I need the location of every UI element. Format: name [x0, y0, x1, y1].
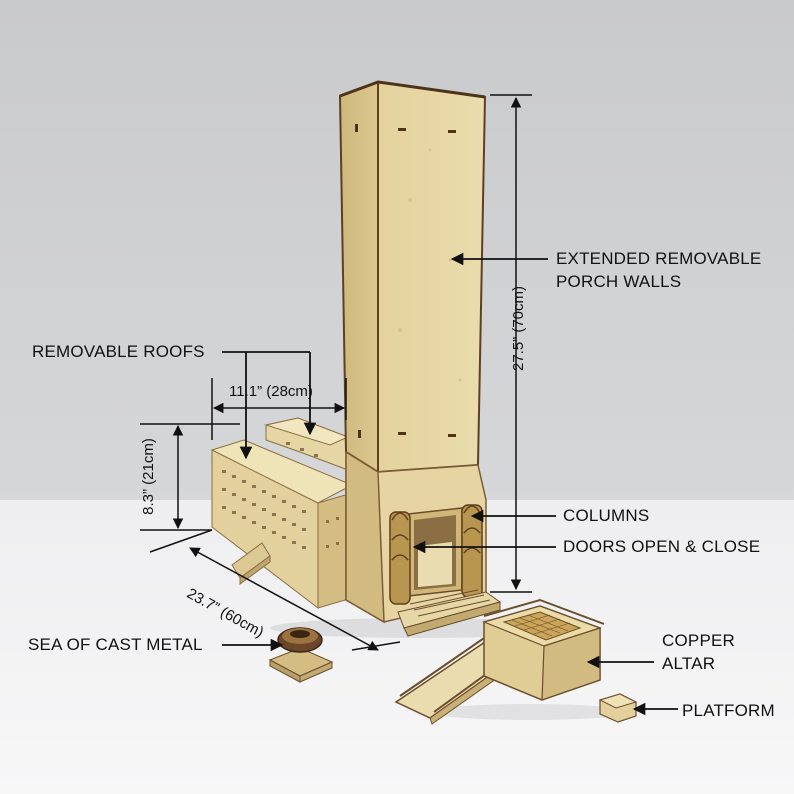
extended-walls-label-1: EXTENDED REMOVABLE: [556, 249, 762, 268]
sea-label: SEA OF CAST METAL: [28, 635, 203, 654]
copper-altar-label-1: COPPER: [662, 631, 735, 650]
doors-label: DOORS OPEN & CLOSE: [563, 537, 761, 556]
tower-height-dimension: 27.5” (70cm): [510, 285, 528, 372]
extended-walls-label-2: PORCH WALLS: [556, 272, 682, 291]
callout-lines: [222, 252, 678, 716]
removable-roofs-label: REMOVABLE ROOFS: [32, 342, 205, 361]
copper-altar: [394, 598, 605, 725]
front-steps: [397, 589, 502, 637]
platform-label: PLATFORM: [682, 701, 775, 720]
height-dimension: 8.3” (21cm): [139, 438, 157, 515]
copper-altar-label-2: ALTAR: [662, 654, 716, 673]
dimension-lines: [140, 94, 532, 651]
platform: [598, 693, 638, 723]
porch-tower: [338, 80, 502, 637]
width-dimension: 11.1” (28cm): [229, 383, 313, 400]
columns: [389, 504, 483, 605]
columns-label: COLUMNS: [563, 506, 650, 525]
